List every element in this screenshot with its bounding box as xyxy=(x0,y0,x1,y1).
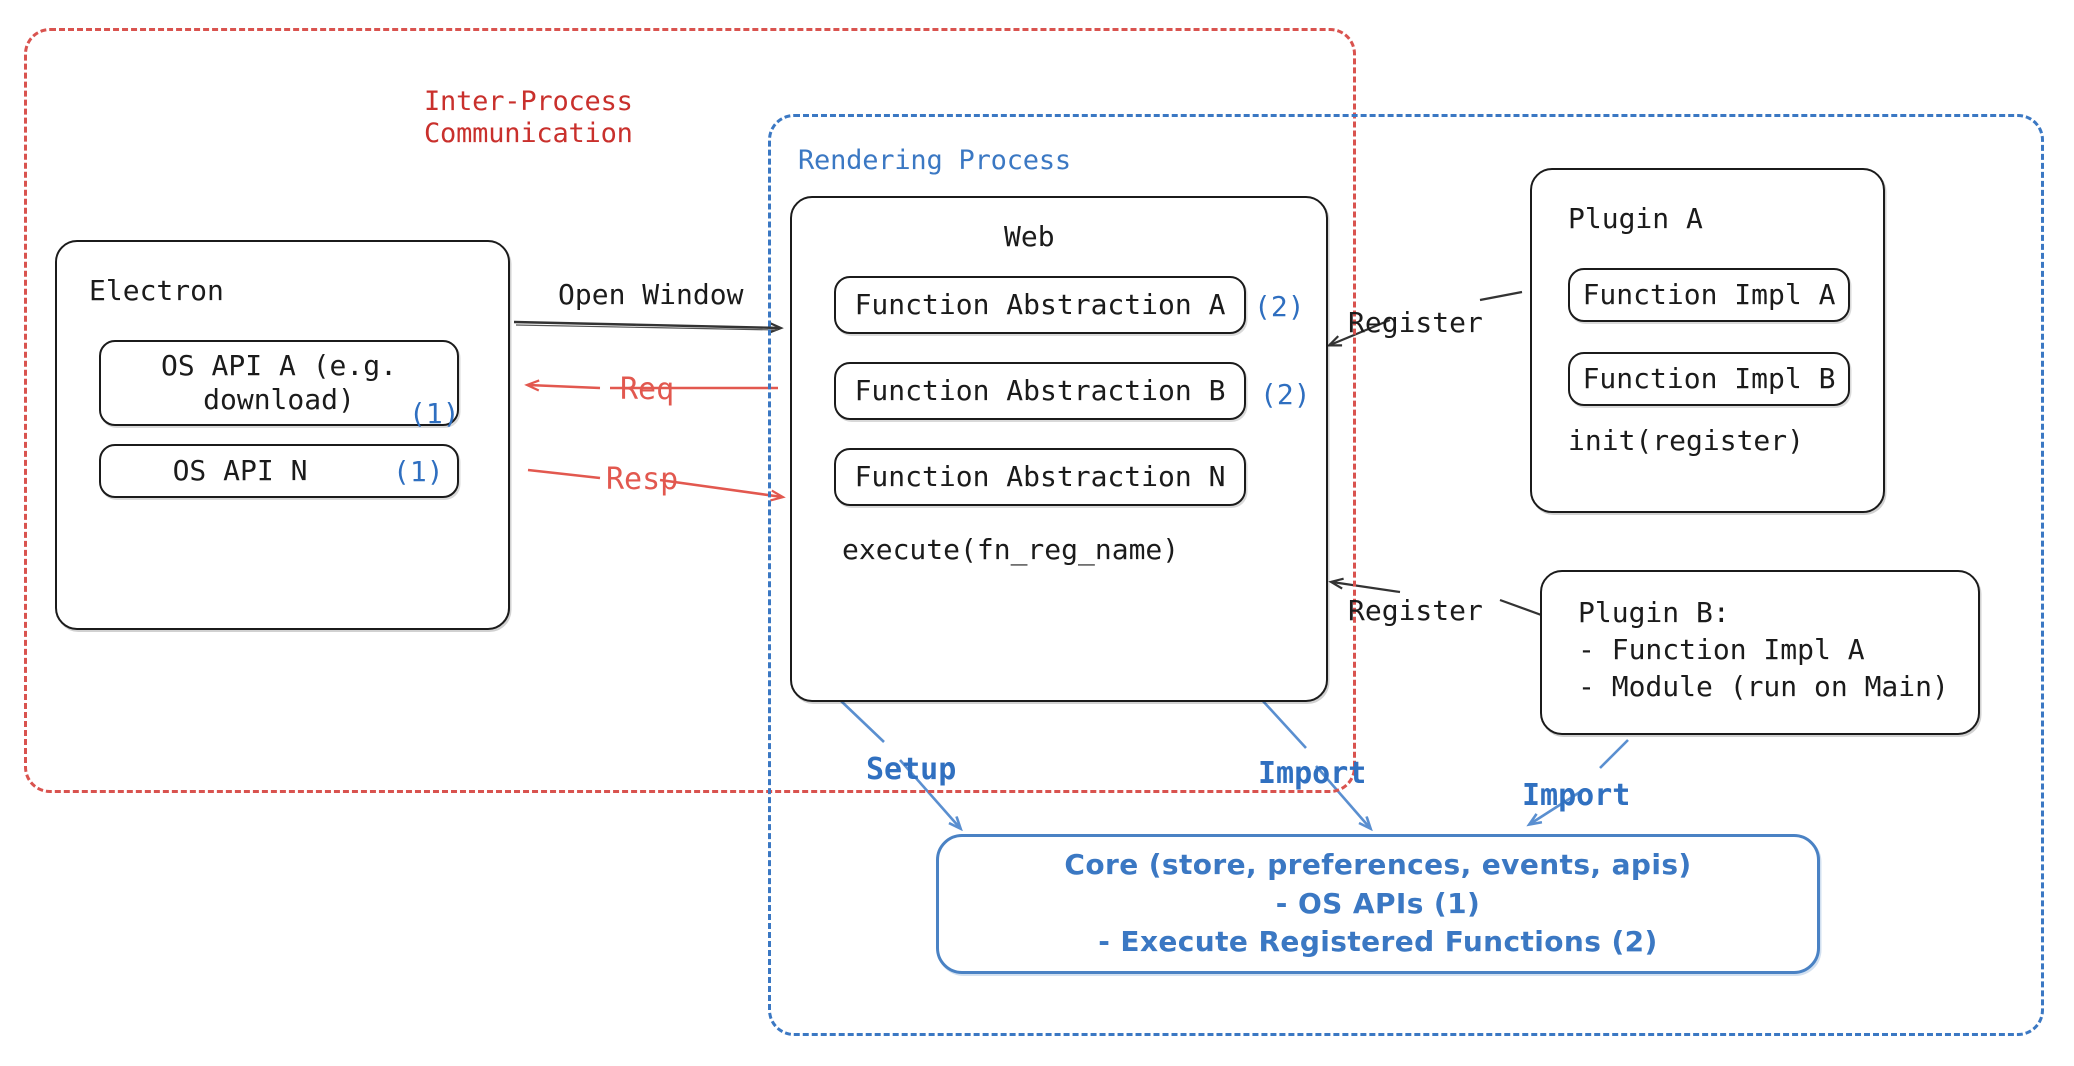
plugin-b-box[interactable]: Plugin B: - Function Impl A - Module (ru… xyxy=(1540,570,1980,735)
plugin-a-title: Plugin A xyxy=(1568,202,1703,235)
os-api-a-box[interactable]: OS API A (e.g. download) xyxy=(99,340,459,426)
edge-label-req: Req xyxy=(620,372,675,407)
region-rendering-process xyxy=(768,114,2044,1036)
electron-title: Electron xyxy=(89,274,224,307)
web-title: Web xyxy=(1004,220,1055,253)
edge-req xyxy=(528,385,778,388)
edge-label-register-bottom: Register xyxy=(1348,594,1483,627)
edge-import-web xyxy=(1261,699,1370,828)
electron-box[interactable]: Electron OS API A (e.g. download) (1) OS… xyxy=(55,240,510,630)
os-api-n-tag: (1) xyxy=(393,455,444,488)
edge-label-resp: Resp xyxy=(606,462,679,497)
core-box[interactable]: Core (store, preferences, events, apis) … xyxy=(936,834,1820,974)
function-impl-b-box[interactable]: Function Impl B xyxy=(1568,352,1850,406)
edge-setup xyxy=(839,699,960,828)
plugin-a-init-label: init(register) xyxy=(1568,424,1805,457)
edge-register-top xyxy=(1330,290,1523,345)
edge-import-plugin xyxy=(1530,739,1629,824)
edge-label-register-top: Register xyxy=(1348,306,1483,339)
edge-open-window xyxy=(513,320,780,330)
web-execute-label: execute(fn_reg_name) xyxy=(842,533,1180,566)
core-lines: Core (store, preferences, events, apis) … xyxy=(1064,848,1692,959)
function-impl-b-label: Function Impl B xyxy=(1582,361,1836,395)
os-api-n-label: OS API N xyxy=(172,453,308,487)
os-api-a-label: OS API A (e.g. download) xyxy=(160,348,397,416)
function-impl-a-box[interactable]: Function Impl A xyxy=(1568,268,1850,322)
plugin-b-lines: Plugin B: - Function Impl A - Module (ru… xyxy=(1578,596,1949,704)
plugin-a-box[interactable]: Plugin A Function Impl A Function Impl B… xyxy=(1530,168,1885,513)
function-abstraction-b-tag: (2) xyxy=(1260,378,1311,411)
region-rendering-process-label: Rendering Process xyxy=(798,145,1071,176)
edge-label-import-web: Import xyxy=(1258,756,1367,791)
os-api-a-tag: (1) xyxy=(409,397,460,430)
edge-label-import-plugin: Import xyxy=(1522,778,1631,813)
function-abstraction-a-tag: (2) xyxy=(1254,290,1305,323)
function-abstraction-a-box[interactable]: Function Abstraction A xyxy=(834,276,1246,334)
function-abstraction-b-box[interactable]: Function Abstraction B xyxy=(834,362,1246,420)
function-impl-a-label: Function Impl A xyxy=(1582,277,1836,311)
function-abstraction-n-label: Function Abstraction N xyxy=(854,459,1226,493)
function-abstraction-a-label: Function Abstraction A xyxy=(854,287,1226,321)
function-abstraction-b-label: Function Abstraction B xyxy=(854,373,1226,407)
region-inter-process-communication xyxy=(24,28,1356,793)
os-api-n-box[interactable]: OS API N xyxy=(99,444,459,498)
edge-resp xyxy=(527,468,782,497)
function-abstraction-n-box[interactable]: Function Abstraction N xyxy=(834,448,1246,506)
web-box[interactable]: Web Function Abstraction A (2) Function … xyxy=(790,196,1328,702)
region-ipc-label: Inter-Process Communication xyxy=(424,86,633,149)
edge-label-open-window: Open Window xyxy=(558,278,744,311)
edge-label-setup: Setup xyxy=(866,752,957,787)
